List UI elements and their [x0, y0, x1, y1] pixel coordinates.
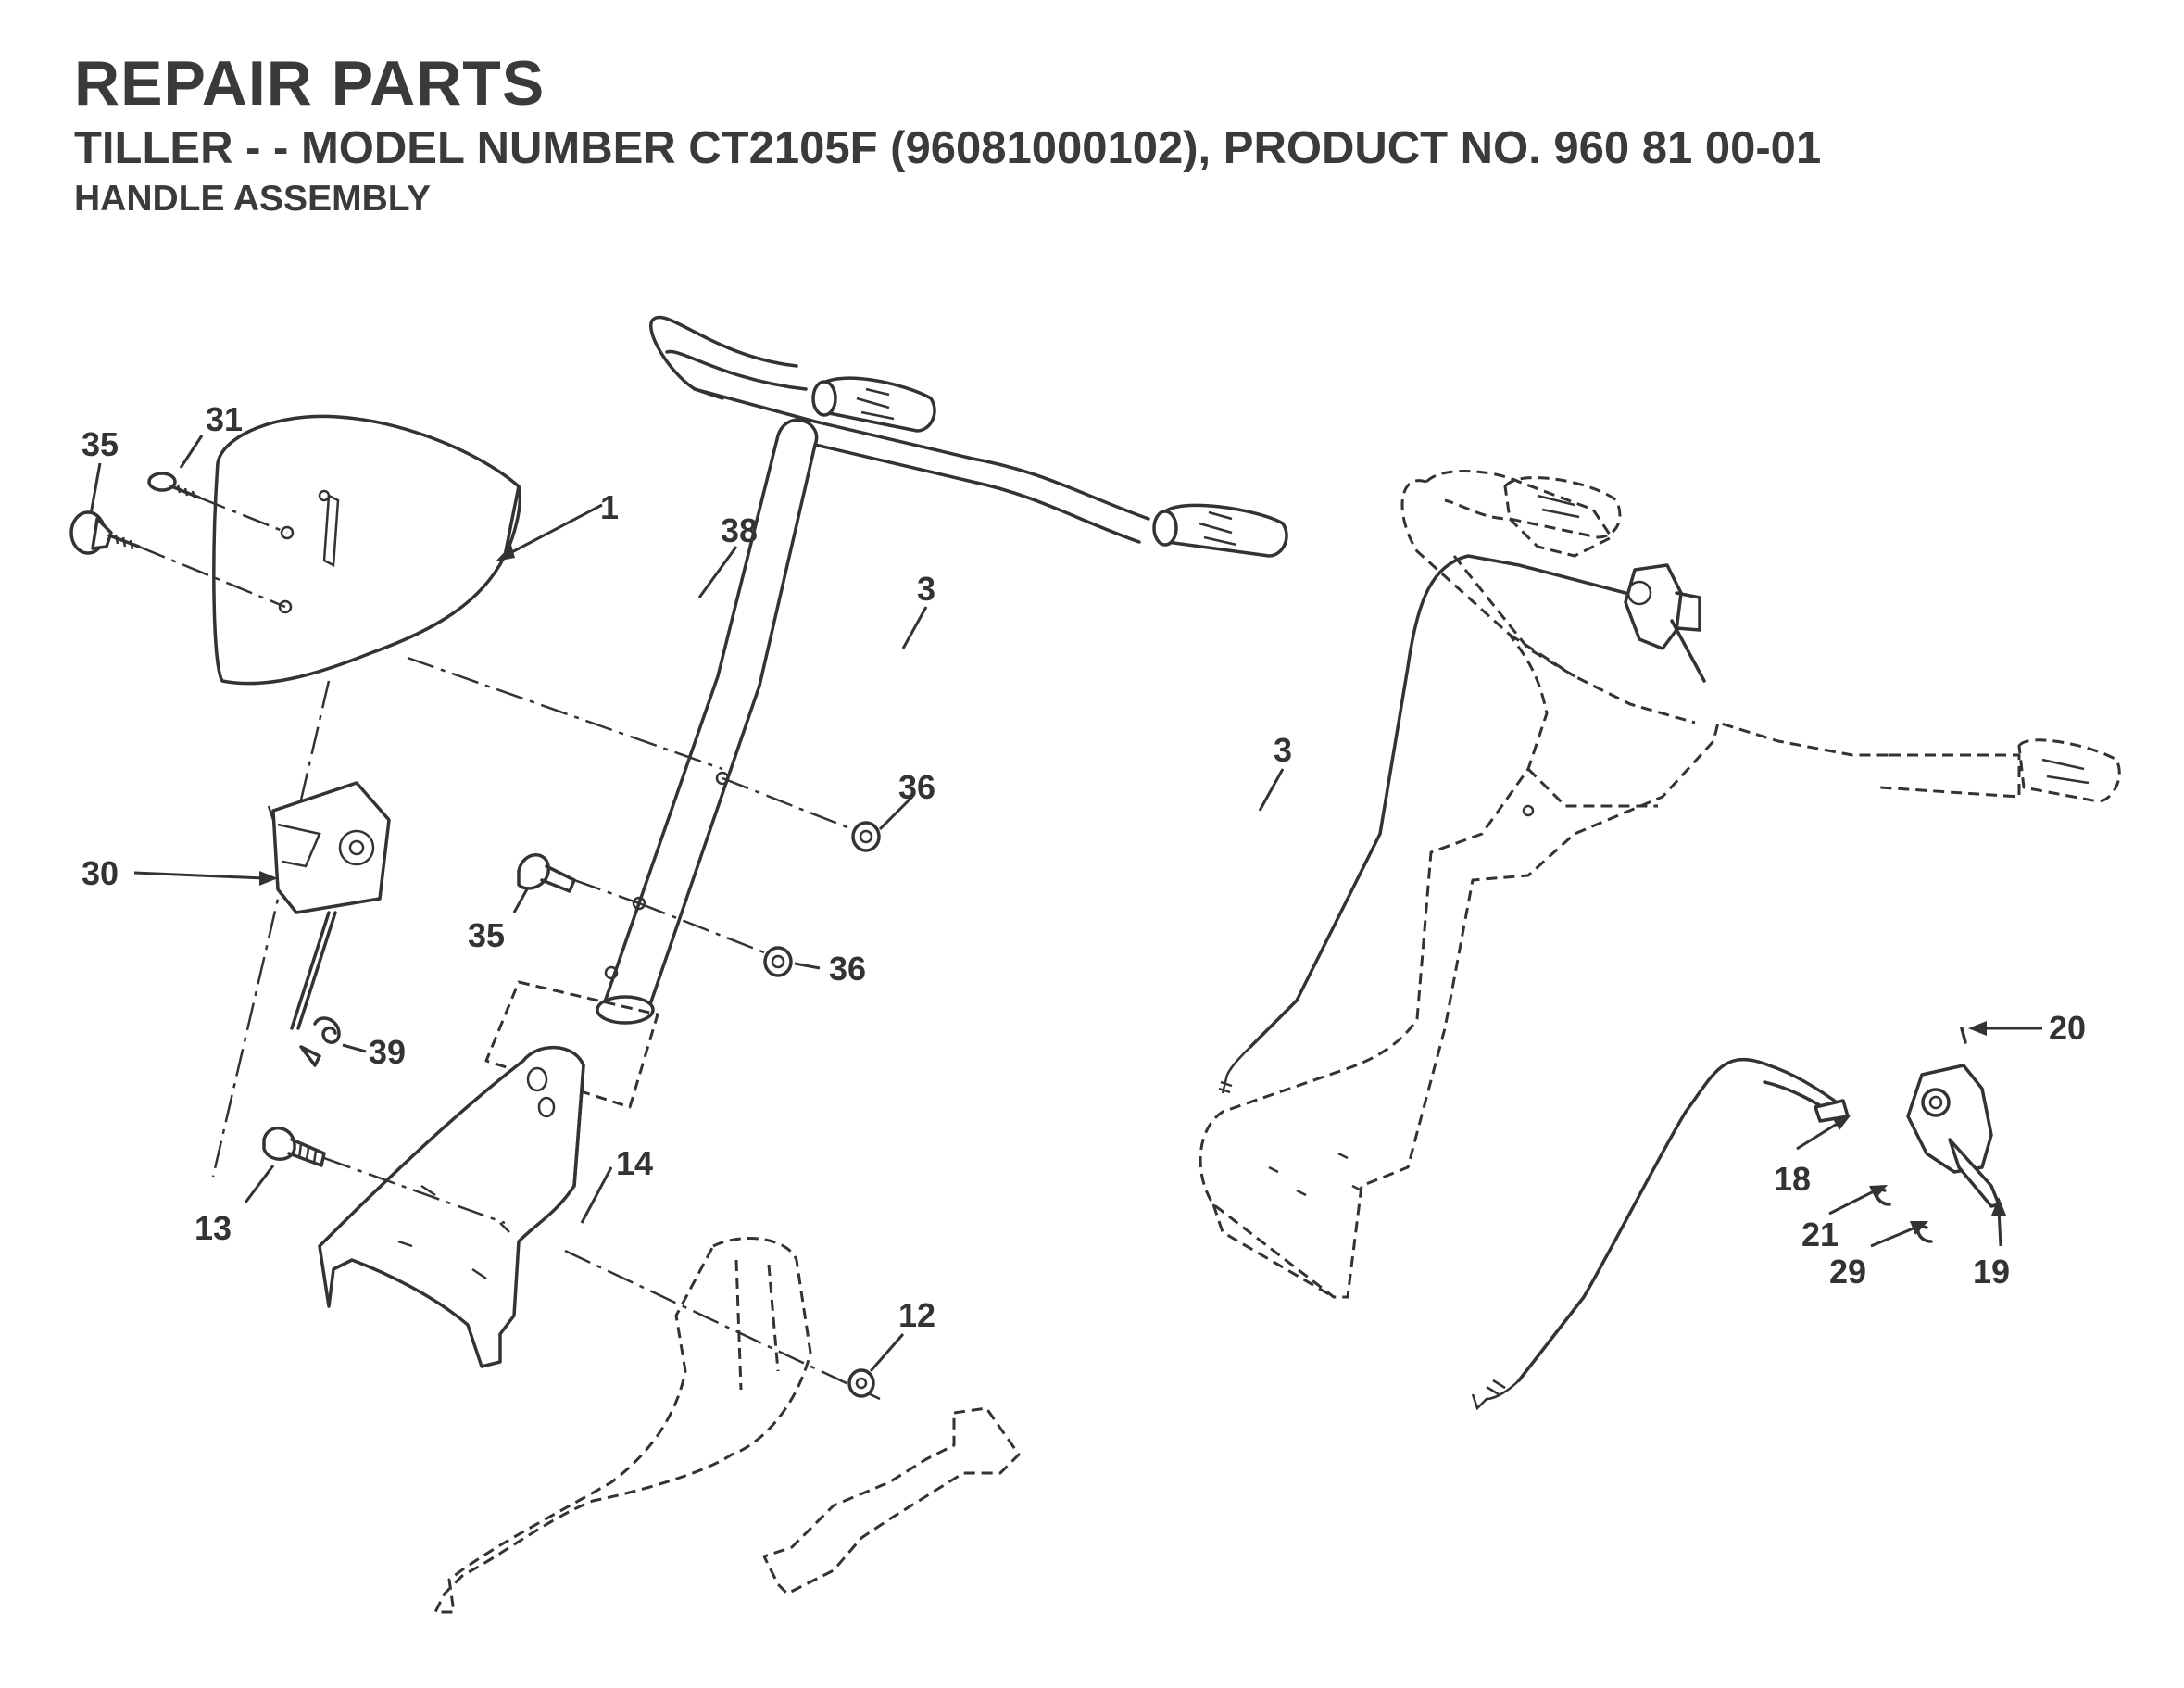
callout-35-middle: 35	[468, 916, 505, 954]
throttle-cable-assembly	[1471, 1027, 2001, 1411]
callout-36-lower: 36	[829, 950, 866, 988]
page-header: REPAIR PARTS TILLER - - MODEL NUMBER CT2…	[74, 46, 1821, 222]
callout-21: 21	[1801, 1216, 1839, 1253]
callout-31: 31	[206, 400, 243, 438]
callout-19: 19	[1973, 1253, 2010, 1291]
callout-3-lower: 3	[1274, 731, 1292, 769]
cutaway-box	[484, 980, 659, 1109]
callout-14: 14	[616, 1144, 653, 1182]
callout-1: 1	[600, 488, 619, 526]
clip-39	[299, 1016, 341, 1067]
callout-29: 29	[1829, 1253, 1866, 1291]
callout-labels: 1 31 35 38 3 3 36 30 35 36 39 14 13 12 2…	[82, 400, 2086, 1334]
tiller-frame-dashed	[433, 1237, 812, 1614]
nut-12	[847, 1368, 875, 1398]
screw-31	[147, 472, 201, 499]
carriage-bolt-13	[262, 1126, 326, 1167]
control-bracket-30	[267, 781, 391, 1030]
callout-30: 30	[82, 854, 119, 892]
callout-35-top: 35	[82, 425, 119, 463]
assembled-handle-dashed	[1199, 470, 2121, 1299]
callout-39: 39	[369, 1033, 406, 1071]
knob-bolt-35	[69, 510, 141, 555]
console-panel	[212, 414, 522, 686]
callout-12: 12	[898, 1296, 935, 1334]
callout-38: 38	[721, 511, 758, 549]
callout-3-upper: 3	[917, 570, 935, 608]
callout-13: 13	[195, 1209, 232, 1247]
bolt-35	[517, 853, 576, 893]
leader-lines	[89, 435, 2042, 1372]
callout-36-upper: 36	[898, 768, 935, 806]
handle-bracket-14	[318, 1045, 585, 1368]
callout-18: 18	[1774, 1160, 1811, 1198]
nut-36-lower	[763, 946, 793, 977]
grip-3-lower	[1152, 503, 1288, 558]
callout-20: 20	[2049, 1009, 2086, 1047]
lower-bracket-dashed	[762, 1406, 1021, 1595]
grip-3-upper	[811, 376, 936, 433]
section-title: HANDLE ASSEMBLY	[74, 179, 431, 219]
page-title: REPAIR PARTS	[74, 48, 546, 119]
page-subtitle: TILLER - - MODEL NUMBER CT2105F (9608100…	[74, 123, 1822, 173]
nut-36-upper	[851, 821, 881, 852]
